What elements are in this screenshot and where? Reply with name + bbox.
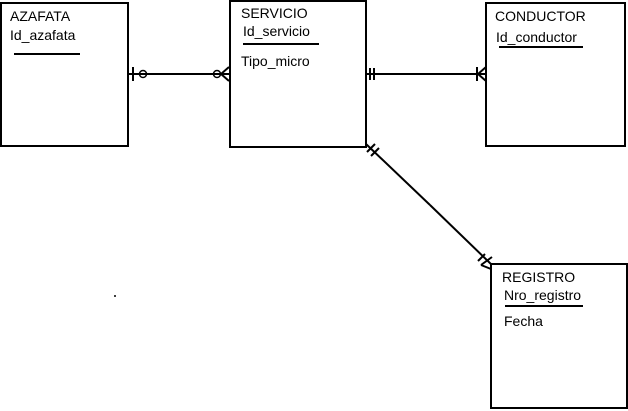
key-underline	[14, 53, 80, 55]
attribute: Tipo_micro	[241, 53, 310, 69]
key-underline	[243, 43, 319, 45]
entity-title: CONDUCTOR	[495, 8, 586, 24]
primary-key: Id_conductor	[496, 29, 577, 45]
entity-title: SERVICIO	[241, 5, 308, 21]
entity-title: AZAFATA	[10, 8, 71, 24]
entity-azafata[interactable]: AZAFATA Id_azafata	[0, 2, 129, 147]
key-underline	[499, 46, 583, 48]
primary-key: Nro_registro	[504, 287, 582, 303]
entity-registro[interactable]: REGISTRO Nro_registro Fecha	[490, 263, 628, 409]
rel-servicio-conductor	[366, 66, 487, 82]
key-underline	[505, 305, 583, 307]
rel-servicio-registro	[365, 143, 494, 270]
entity-title: REGISTRO	[502, 269, 576, 285]
primary-key: Id_servicio	[243, 23, 310, 39]
stray-dot	[114, 295, 116, 297]
primary-key: Id_azafata	[10, 27, 76, 43]
attribute: Fecha	[504, 313, 543, 329]
entity-servicio[interactable]: SERVICIO Id_servicio Tipo_micro	[229, 0, 367, 148]
entity-conductor[interactable]: CONDUCTOR Id_conductor	[485, 2, 626, 147]
rel-azafata-servicio	[128, 66, 230, 82]
